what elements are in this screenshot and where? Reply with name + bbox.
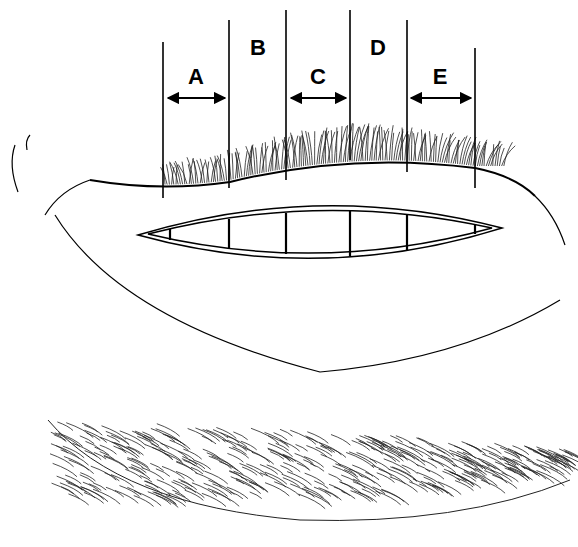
segment-letter: A xyxy=(188,66,204,88)
segment-letter: C xyxy=(310,66,326,88)
eyelashes xyxy=(161,123,516,184)
segment-letter: B xyxy=(250,37,266,59)
segment-letter: E xyxy=(433,66,448,88)
lid-contours xyxy=(12,135,565,372)
width-arrows xyxy=(168,97,471,99)
marking-lines xyxy=(163,10,475,198)
excision-marks xyxy=(170,211,475,256)
segment-letter: D xyxy=(370,37,386,59)
excision-outline xyxy=(138,206,502,259)
eyebrow xyxy=(48,420,578,521)
lid-margin xyxy=(90,162,535,196)
